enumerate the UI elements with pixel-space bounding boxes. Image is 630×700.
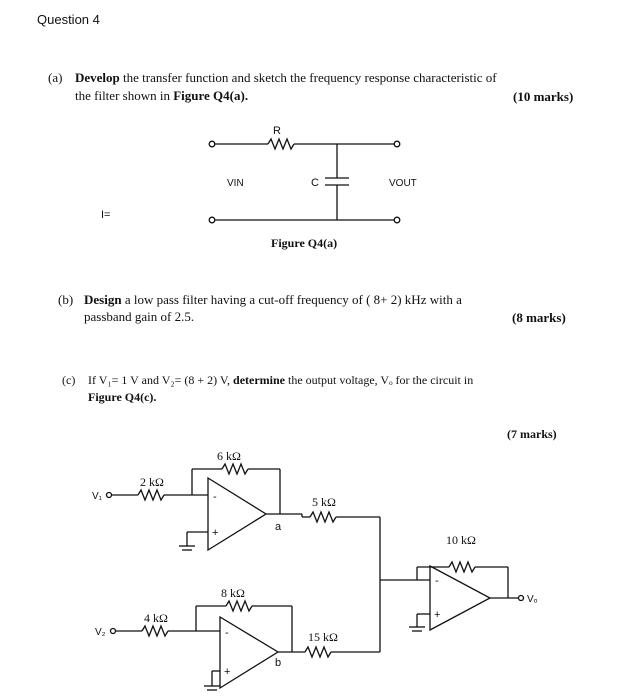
part-b-marks: (8 marks): [512, 310, 566, 325]
opamp2-minus: -: [225, 627, 229, 639]
vout-bottom-terminal: [393, 216, 401, 224]
part-b-line2: passband gain of 2.5.: [84, 309, 195, 324]
part-b-line1: Design a low pass filter having a cut-of…: [84, 292, 462, 308]
vin-bottom-terminal: [208, 216, 216, 224]
part-c-line1: If V₁= 1 V and V₂= (8 + 2) V, determine …: [88, 373, 473, 388]
vo-label: Vₒ: [527, 594, 538, 605]
resistor-2k: [137, 488, 165, 502]
opamp-3: [429, 564, 492, 632]
part-a-verb: Develop: [75, 70, 120, 85]
resistor-6k: [221, 462, 249, 476]
r8k-label: 8 kΩ: [221, 586, 245, 600]
opamp1-plus: +: [212, 527, 218, 539]
opamp-2: [219, 615, 280, 690]
v1-label: V₁: [92, 491, 103, 502]
stray-mark: I=: [101, 209, 110, 221]
opamp2-plus: +: [224, 666, 230, 678]
resistor-10k: [448, 560, 476, 574]
part-a-label: (a): [48, 70, 63, 85]
r4k-label: 4 kΩ: [144, 611, 168, 625]
resistor-8k: [225, 599, 253, 613]
part-c-line1-pre: If V₁= 1 V and V₂= (8 + 2) V,: [88, 373, 231, 387]
part-c-verb: determine: [233, 373, 285, 387]
vo-terminal: [517, 594, 525, 602]
part-c-line1-text: the output voltage, Vₒ for the circuit i…: [288, 373, 474, 387]
vin-top-terminal: [208, 140, 216, 148]
r5k-label: 5 kΩ: [312, 495, 336, 509]
r6k-label: 6 kΩ: [217, 449, 241, 463]
c-label: C: [311, 177, 319, 189]
resistor-5k: [309, 510, 337, 524]
part-c-label: (c): [62, 373, 76, 387]
opamp-1: [207, 476, 268, 552]
vout-label: VOUT: [389, 178, 417, 189]
part-b-line1-text: a low pass filter having a cut-off frequ…: [124, 292, 462, 307]
r2k-label: 2 kΩ: [140, 475, 164, 489]
part-a-marks: (10 marks): [513, 89, 574, 104]
question-title: Question 4: [37, 12, 100, 27]
figure-q4a-caption: Figure Q4(a): [271, 236, 337, 250]
r10k-label: 10 kΩ: [446, 533, 476, 547]
resistor-15k: [304, 645, 332, 659]
part-a-line1: Develop the transfer function and sketch…: [75, 70, 497, 86]
resistor-4k: [141, 624, 169, 638]
vout-top-terminal: [393, 140, 401, 148]
v2-terminal: [109, 627, 117, 635]
part-b-verb: Design: [84, 292, 122, 307]
opamp1-minus: -: [213, 491, 217, 503]
part-b-label: (b): [58, 292, 74, 307]
r15k-label: 15 kΩ: [308, 630, 338, 644]
part-a-line2-text: the filter shown in: [75, 88, 170, 103]
opamp3-minus: -: [435, 575, 439, 587]
resistor-r: [267, 137, 295, 151]
opamp3-plus: +: [434, 609, 440, 621]
part-a-figure-ref: Figure Q4(a).: [173, 88, 249, 103]
r-label: R: [273, 125, 281, 137]
v1-terminal: [105, 491, 113, 499]
node-b-label: b: [275, 657, 281, 669]
part-c-marks: (7 marks): [507, 427, 557, 441]
part-a-line1-text: the transfer function and sketch the fre…: [123, 70, 497, 85]
node-a-label: a: [275, 521, 282, 533]
v2-label: V₂: [95, 627, 106, 638]
part-c-figure-ref: Figure Q4(c).: [88, 390, 157, 404]
part-a-line2: the filter shown in Figure Q4(a).: [75, 88, 248, 104]
vin-label: VIN: [227, 178, 244, 189]
